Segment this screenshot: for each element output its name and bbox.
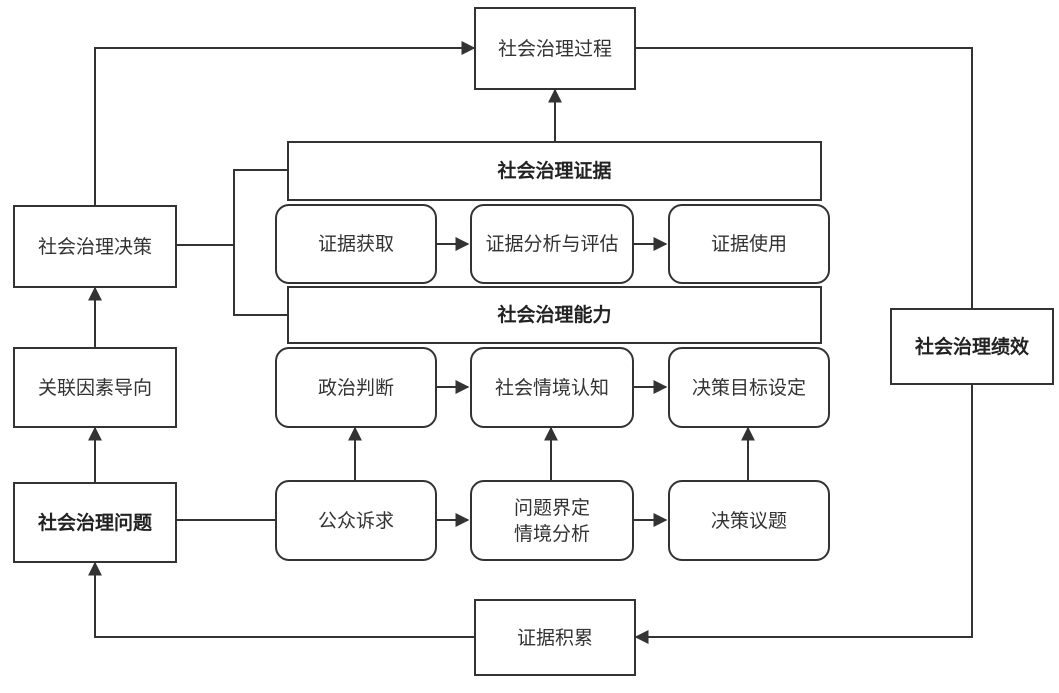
node-goal: 决策目标设定: [668, 347, 830, 428]
node-capacity: 社会治理能力: [287, 286, 822, 344]
node-decision: 社会治理决策: [13, 205, 177, 288]
node-define: 问题界定 情境分析: [470, 480, 634, 561]
node-appeal: 公众诉求: [275, 480, 437, 561]
node-agenda: 决策议题: [668, 480, 830, 561]
edge-performance-accumulation: [634, 385, 973, 644]
node-use: 证据使用: [668, 204, 830, 284]
node-accumulation: 证据积累: [474, 599, 636, 676]
node-analyze: 证据分析与评估: [470, 204, 634, 284]
node-situation: 社会情境认知: [470, 347, 634, 428]
node-association: 关联因素导向: [13, 347, 177, 428]
edge-decision-process: [94, 41, 476, 205]
node-process: 社会治理过程: [474, 7, 636, 90]
node-performance: 社会治理绩效: [890, 308, 1054, 385]
node-problem: 社会治理问题: [13, 482, 177, 563]
edge-accumulation-problem: [88, 561, 474, 638]
node-evidence: 社会治理证据: [287, 141, 822, 201]
node-political: 政治判断: [275, 347, 437, 428]
node-acquire: 证据获取: [275, 204, 437, 284]
edge-process-performance: [636, 47, 973, 308]
bracket: [233, 169, 287, 316]
